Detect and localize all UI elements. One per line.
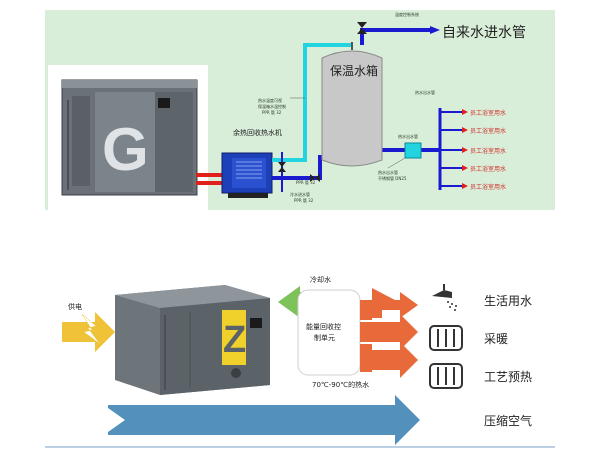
- radiator-icon: [429, 325, 463, 351]
- control-unit-label-line1: 能量回收控: [306, 323, 341, 331]
- shower-icon: [432, 284, 457, 311]
- note-tank-3: PPR 管 32: [262, 110, 282, 115]
- power-arrow: [62, 312, 115, 352]
- control-unit-label-line2: 制单元: [314, 334, 335, 342]
- heat-recovery-machine: [221, 152, 273, 198]
- user-outlet-label: 员工浴室用水: [470, 166, 507, 173]
- user-outlet-label: 员工浴室用水: [470, 110, 507, 117]
- hot-pipes-left: [196, 173, 224, 185]
- compressed-air-label: 压缩空气: [484, 414, 533, 428]
- note-tank-1: 热水温度可视: [258, 98, 282, 103]
- note-pump-2: PPR 管 32: [294, 198, 314, 203]
- tap-water-arrow-icon: [430, 26, 440, 34]
- outlet-arrows: [462, 109, 468, 189]
- note-bottom-1: 热水出水管: [378, 170, 398, 175]
- use-domestic-water: 生活用水: [484, 294, 533, 308]
- note-bottom-2: 不锈钢管 DN25: [378, 176, 407, 181]
- tap-water-label: 自来水进水管: [442, 25, 526, 41]
- note-tank-2: 保温箱水温控制: [258, 104, 286, 109]
- compressor-unit-bottom: Z: [115, 285, 270, 395]
- compressed-air-arrow: [108, 395, 420, 445]
- compressor-unit-top: G: [61, 79, 198, 196]
- note-right-top: 热水出水管: [415, 90, 435, 95]
- use-process-preheat: 工艺预热: [484, 370, 533, 384]
- cyan-pipe: [272, 43, 352, 162]
- z-logo-icon: Z: [223, 319, 246, 361]
- tank-label: 保温水箱: [330, 64, 379, 78]
- user-outlet-label: 员工浴室用水: [470, 128, 507, 135]
- valves: [278, 22, 367, 182]
- note-pump-1: 冷水进水管: [290, 192, 310, 197]
- cooling-water-label: 冷却水: [310, 276, 331, 284]
- hot-water-arrows: [360, 288, 418, 378]
- annotation-leaders: [290, 97, 406, 169]
- note-top: 温度控制系统: [395, 12, 419, 17]
- user-outlet-label: 员工浴室用水: [470, 184, 507, 191]
- g-logo-icon: G: [102, 116, 149, 183]
- use-heating: 采暖: [484, 332, 509, 346]
- note-machine: PPR 管 32: [296, 180, 316, 185]
- note-outlet: 热水出水管: [398, 134, 418, 139]
- insulated-water-tank: [321, 42, 383, 167]
- power-label: 供电: [68, 303, 82, 311]
- user-outlet-label: 员工浴室用水: [470, 148, 507, 155]
- radiator-process-icon: [429, 363, 463, 389]
- recovery-machine-label: 余热回收热水机: [233, 129, 282, 137]
- hot-water-label: 70℃-90℃的热水: [312, 381, 370, 389]
- pump-block: [404, 142, 422, 159]
